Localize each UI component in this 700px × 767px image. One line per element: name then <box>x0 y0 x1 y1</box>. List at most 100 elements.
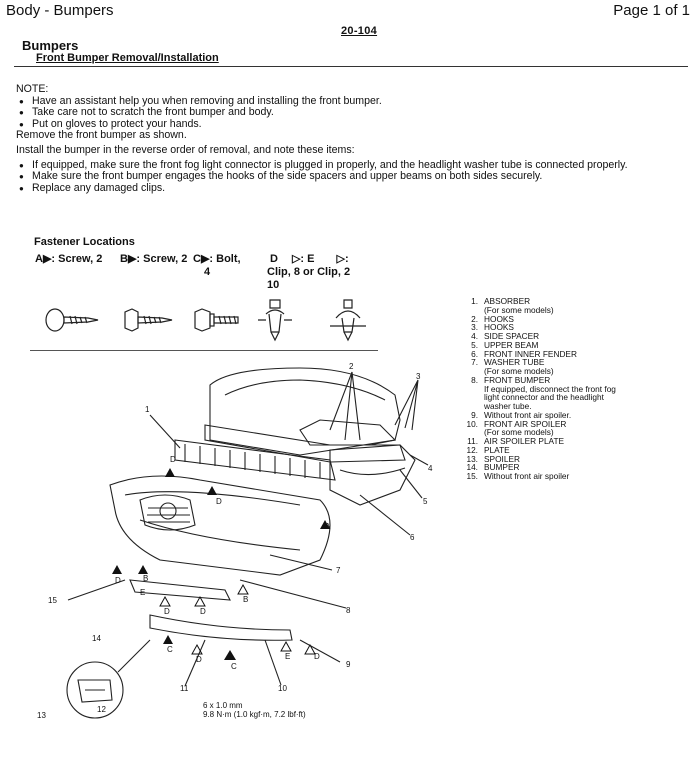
fastener-marker <box>194 595 206 607</box>
upper-beam <box>204 424 406 463</box>
vehicle-body-outline <box>209 367 401 456</box>
fastener-a-desc: : Screw, 2 <box>51 253 103 265</box>
page-header-right: Page 1 of 1 <box>613 2 690 19</box>
callout-6: 6 <box>410 533 415 542</box>
detail-inset <box>66 661 124 719</box>
legend-item: 13.SPOILER <box>466 453 520 464</box>
callout-12: 12 <box>97 705 106 714</box>
legend-item: 10.FRONT AIR SPOILER <box>466 418 567 429</box>
triangle-filled-icon: ▶ <box>42 253 52 265</box>
legend-sub: light connector and the headlight <box>484 392 604 403</box>
legend-sub: (For some models) <box>484 366 554 376</box>
fastener-marker <box>159 595 171 607</box>
fastener-c: C▶: Bolt, <box>193 253 241 266</box>
triangle-filled-icon: ▶ <box>200 253 210 265</box>
diagram-letter-d: D <box>314 652 320 661</box>
fastener-marker <box>280 640 292 652</box>
absorber <box>174 439 336 481</box>
bolt-c-icon <box>194 308 239 332</box>
clip-d-icon <box>258 299 292 342</box>
legend-sub: (For some models) <box>484 304 554 315</box>
section-subtitle: Front Bumper Removal/Installation <box>36 52 219 64</box>
install-item: If equipped, make sure the front fog lig… <box>16 159 672 172</box>
fastener-marker <box>224 650 236 660</box>
note-label: NOTE: <box>16 83 49 95</box>
fastener-d-desc: : E <box>300 253 315 265</box>
legend-item: 1.ABSORBER <box>471 296 531 306</box>
legend-item: 6.FRONT INNER FENDER <box>471 348 577 359</box>
fastener-d-letter: D <box>270 253 278 265</box>
remove-text: Remove the front bumper as shown. <box>16 129 187 142</box>
air-spoiler <box>149 614 293 641</box>
fastener-d-clip: Clip, 8 or Clip, 2 <box>267 266 351 278</box>
fastener-title: Fastener Locations <box>34 236 135 248</box>
note-block: NOTE: Have an assistant help you when re… <box>16 83 686 195</box>
fastener-marker <box>112 565 122 574</box>
fastener-divider <box>30 350 378 351</box>
legend-item: 4.SIDE SPACER <box>471 331 540 341</box>
fastener-b-letter: B <box>120 253 128 265</box>
callout-2: 2 <box>349 362 354 371</box>
legend-item: 2.HOOKS <box>471 313 514 324</box>
diagram-letter-d: D <box>115 576 121 585</box>
inner-fender <box>329 444 416 506</box>
fastener-a: A▶: Screw, 2 <box>35 253 102 266</box>
grille <box>139 494 196 531</box>
diagram-letter-e: E <box>140 588 146 597</box>
legend-item: 5.UPPER BEAM <box>471 339 539 350</box>
title-rule <box>14 66 688 67</box>
fastener-d: D▷: E▷: <box>270 253 349 265</box>
diagram-letter-d: D <box>164 607 170 616</box>
diagram-letter-c: C <box>231 662 237 671</box>
fastener-marker <box>163 635 173 644</box>
section-title: Bumpers <box>22 38 79 53</box>
legend-item: 8.FRONT BUMPER <box>471 374 551 385</box>
legend-item: 3.HOOKS <box>471 322 514 333</box>
page-code: 20-104 <box>341 25 378 37</box>
diagram-letter-d: D <box>200 607 206 616</box>
bumper-exploded-diagram <box>66 367 429 719</box>
diagram-letter-c: C <box>167 645 173 654</box>
install-item: Replace any damaged clips. <box>16 182 686 195</box>
fastener-marker <box>165 468 175 477</box>
headlight-right <box>299 419 397 446</box>
legend-item: 12.PLATE <box>466 444 510 455</box>
fastener-marker <box>237 583 249 595</box>
diagram-letter-b: B <box>243 595 249 604</box>
callout-13: 13 <box>37 711 46 720</box>
callout-11: 11 <box>180 684 189 693</box>
clip-e-icon <box>330 299 366 342</box>
callout-14: 14 <box>92 634 101 643</box>
diagram-letter-b: B <box>143 574 149 583</box>
callout-4: 4 <box>428 464 433 473</box>
fastener-marker <box>138 565 148 574</box>
legend-item: 9.Without front air spoiler. <box>471 409 572 420</box>
triangle-filled-icon: ▶ <box>127 253 137 265</box>
callout-1: 1 <box>145 405 150 414</box>
callout-3: 3 <box>416 372 421 381</box>
install-item: Make sure the front bumper engages the h… <box>16 171 686 183</box>
front-bumper <box>109 475 331 576</box>
note-item: Put on gloves to protect your hands. <box>16 118 686 131</box>
callout-15: 15 <box>48 596 57 605</box>
fastener-c-count: 4 <box>204 266 211 278</box>
note-item: Take care not to scratch the front bumpe… <box>16 107 686 119</box>
legend-sub: (For some models) <box>484 427 554 438</box>
callout-10: 10 <box>278 684 287 693</box>
page-header-left: Body - Bumpers <box>6 2 114 19</box>
install-list: If equipped, make sure the front fog lig… <box>16 159 686 195</box>
legend-item: 7.WASHER TUBE <box>471 357 545 368</box>
legend-sub: washer tube. <box>484 401 532 411</box>
diagram-letter-d: D <box>216 497 222 506</box>
torque-size: 6 x 1.0 mm <box>203 701 243 710</box>
screw-a-icon <box>45 308 99 332</box>
triangle-outline-icon: ▷ <box>336 253 345 265</box>
triangle-outline-icon: ▷ <box>291 253 301 265</box>
install-text: Install the bumper in the reverse order … <box>16 143 355 156</box>
fastener-marker <box>191 643 203 655</box>
fastener-icons <box>45 299 366 342</box>
parts-legend: 1.ABSORBER (For some models) 2.HOOKS 3.H… <box>457 297 692 481</box>
note-list: Have an assistant help you when removing… <box>16 95 686 131</box>
legend-item: 14.BUMPER <box>466 462 520 473</box>
diagram-letter-e: E <box>285 652 291 661</box>
